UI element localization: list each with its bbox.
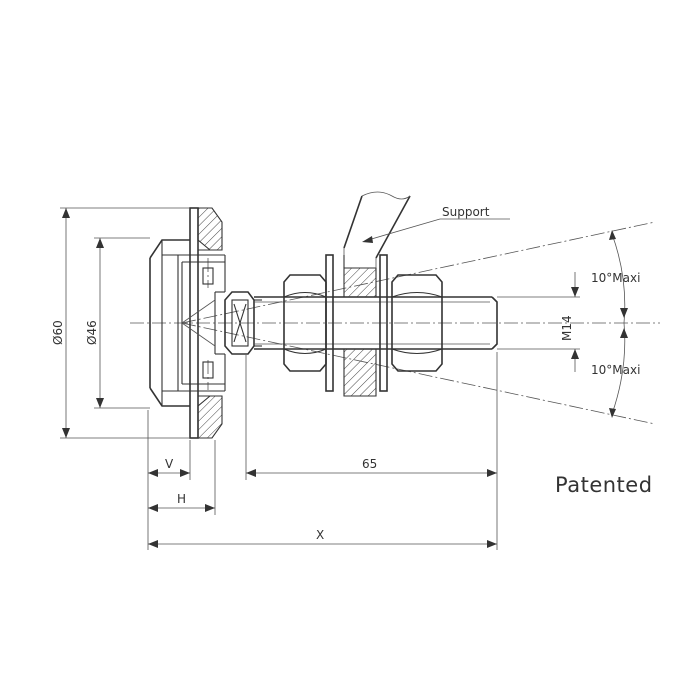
diameter-dimensions: Ø60 Ø46 [51, 207, 190, 439]
center-lines [130, 221, 660, 425]
length-dimensions: V H 65 X [147, 352, 498, 550]
dim-h-label: H [177, 492, 186, 506]
right-nut [391, 274, 443, 372]
angle-lower-label: 10°Maxi [591, 363, 640, 377]
patented-label: Patented [555, 473, 653, 497]
thread-dimension: M14 [497, 272, 580, 372]
support-label: Support [442, 205, 490, 219]
left-nut [283, 274, 327, 372]
angle-upper-label: 10°Maxi [591, 271, 640, 285]
thread-label: M14 [560, 315, 574, 341]
support-callout: Support [362, 205, 510, 243]
angle-dimension: 10°Maxi 10°Maxi [591, 230, 640, 418]
dim-v-label: V [165, 457, 174, 471]
dim-65-label: 65 [362, 457, 377, 471]
swivel-head [149, 207, 226, 439]
ball-joint [224, 291, 262, 355]
dia-inner-label: Ø46 [85, 320, 99, 345]
support-plate [332, 191, 411, 397]
dim-x-label: X [316, 528, 324, 542]
dia-outer-label: Ø60 [51, 320, 65, 345]
